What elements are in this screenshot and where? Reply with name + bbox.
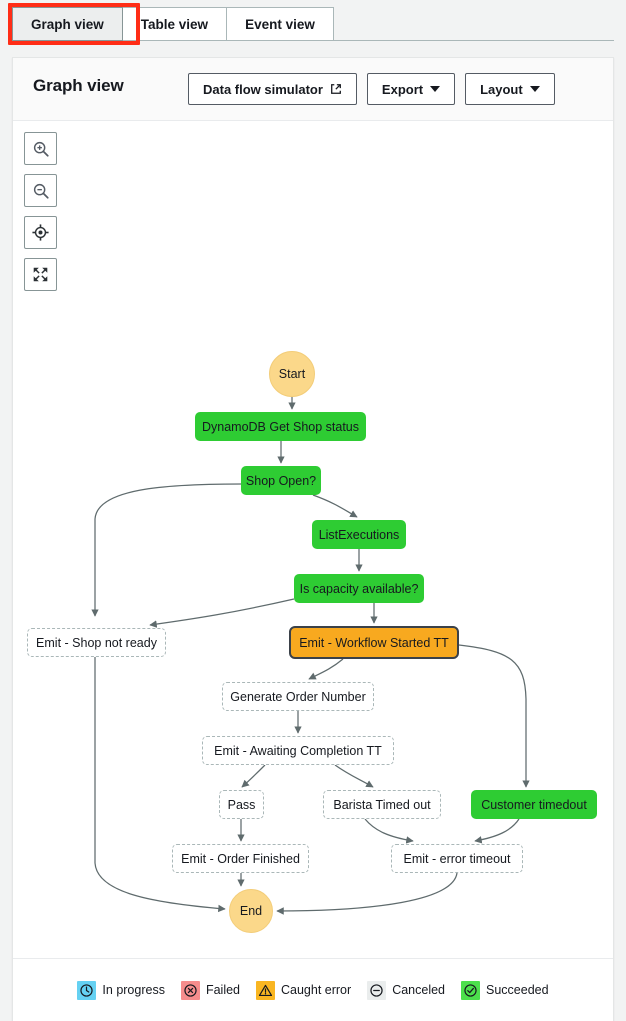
tab-event-view[interactable]: Event view <box>226 7 334 41</box>
page-title: Graph view <box>33 76 124 95</box>
legend-item-in-progress: In progress <box>77 980 165 1000</box>
center-focus-icon[interactable] <box>24 216 57 249</box>
legend-item-succeeded: Succeeded <box>461 980 549 1000</box>
fullscreen-icon[interactable] <box>24 258 57 291</box>
external-link-icon <box>330 83 342 95</box>
legend-item-canceled: Canceled <box>367 980 446 1000</box>
tab-underline <box>12 40 614 41</box>
export-button[interactable]: Export <box>366 73 456 105</box>
status-legend: In progress Failed Caught error Canceled Suc… <box>13 958 613 1021</box>
graph-node-label: Start <box>278 367 306 381</box>
canvas-zoom-tools <box>24 132 57 291</box>
legend-item-caught-error: Caught error <box>256 980 352 1000</box>
clock-icon <box>77 980 97 1000</box>
graph-node-awaitingcompl[interactable]: Emit - Awaiting Completion TT <box>202 736 394 765</box>
x-circle-icon <box>180 980 200 1000</box>
legend-item-label: Caught error <box>281 983 352 997</box>
graph-node-errortimeout[interactable]: Emit - error timeout <box>391 844 523 873</box>
graph-node-shopopen[interactable]: Shop Open? <box>241 466 321 495</box>
export-label: Export <box>381 81 424 97</box>
data-flow-simulator-button[interactable]: Data flow simulator <box>188 73 357 105</box>
graph-node-generateorder[interactable]: Generate Order Number <box>222 682 374 711</box>
legend-item-label: Succeeded <box>486 983 549 997</box>
graph-node-label: Is capacity available? <box>299 581 419 596</box>
graph-node-label: Shop Open? <box>245 473 317 488</box>
legend-item-label: In progress <box>102 983 165 997</box>
chevron-down-icon <box>430 86 441 92</box>
graph-view-card: Graph view Data flow simulator Export La… <box>12 57 614 1021</box>
graph-node-workflowstarted[interactable]: Emit - Workflow Started TT <box>289 626 459 659</box>
card-header: Graph view Data flow simulator Export La… <box>13 58 613 121</box>
graph-node-end[interactable]: End <box>229 889 273 933</box>
chevron-down-icon <box>529 86 540 92</box>
zoom-in-icon[interactable] <box>24 132 57 165</box>
header-actions: Data flow simulator Export Layout <box>188 73 555 105</box>
layout-label: Layout <box>480 81 523 97</box>
graph-node-baristatimeout[interactable]: Barista Timed out <box>323 790 441 819</box>
tab-graph-view[interactable]: Graph view <box>12 7 123 41</box>
graph-node-customertimedout[interactable]: Customer timedout <box>471 790 597 819</box>
graph-node-dynamodb[interactable]: DynamoDB Get Shop status <box>195 412 366 441</box>
graph-node-pass[interactable]: Pass <box>219 790 264 819</box>
legend-item-label: Canceled <box>392 983 446 997</box>
graph-node-label: Emit - Shop not ready <box>36 635 157 650</box>
zoom-out-icon[interactable] <box>24 174 57 207</box>
graph-node-label: Pass <box>227 797 256 812</box>
graph-node-label: Customer timedout <box>481 797 587 812</box>
graph-node-label: Emit - error timeout <box>403 851 511 866</box>
graph-node-start[interactable]: Start <box>269 351 315 397</box>
check-circle-icon <box>461 980 481 1000</box>
graph-node-orderfinished[interactable]: Emit - Order Finished <box>172 844 309 873</box>
graph-node-label: ListExecutions <box>318 527 400 542</box>
legend-item-label: Failed <box>205 983 240 997</box>
graph-node-label: Emit - Workflow Started TT <box>299 635 449 650</box>
graph-node-shopnotready[interactable]: Emit - Shop not ready <box>27 628 166 657</box>
warning-icon <box>256 980 275 1000</box>
minus-circle-icon <box>367 980 387 1000</box>
graph-node-label: DynamoDB Get Shop status <box>201 419 360 434</box>
graph-node-listexec[interactable]: ListExecutions <box>312 520 406 549</box>
graph-node-label: Barista Timed out <box>333 797 431 812</box>
layout-button[interactable]: Layout <box>465 73 555 105</box>
legend-item-failed: Failed <box>180 980 240 1000</box>
graph-node-label: Emit - Awaiting Completion TT <box>214 743 382 758</box>
graph-node-label: Generate Order Number <box>230 689 366 704</box>
graph-node-label: Emit - Order Finished <box>181 851 300 866</box>
data-flow-simulator-label: Data flow simulator <box>203 81 323 97</box>
graph-node-capacity[interactable]: Is capacity available? <box>294 574 424 603</box>
tab-table-view[interactable]: Table view <box>121 7 228 41</box>
graph-node-label: End <box>239 904 263 918</box>
